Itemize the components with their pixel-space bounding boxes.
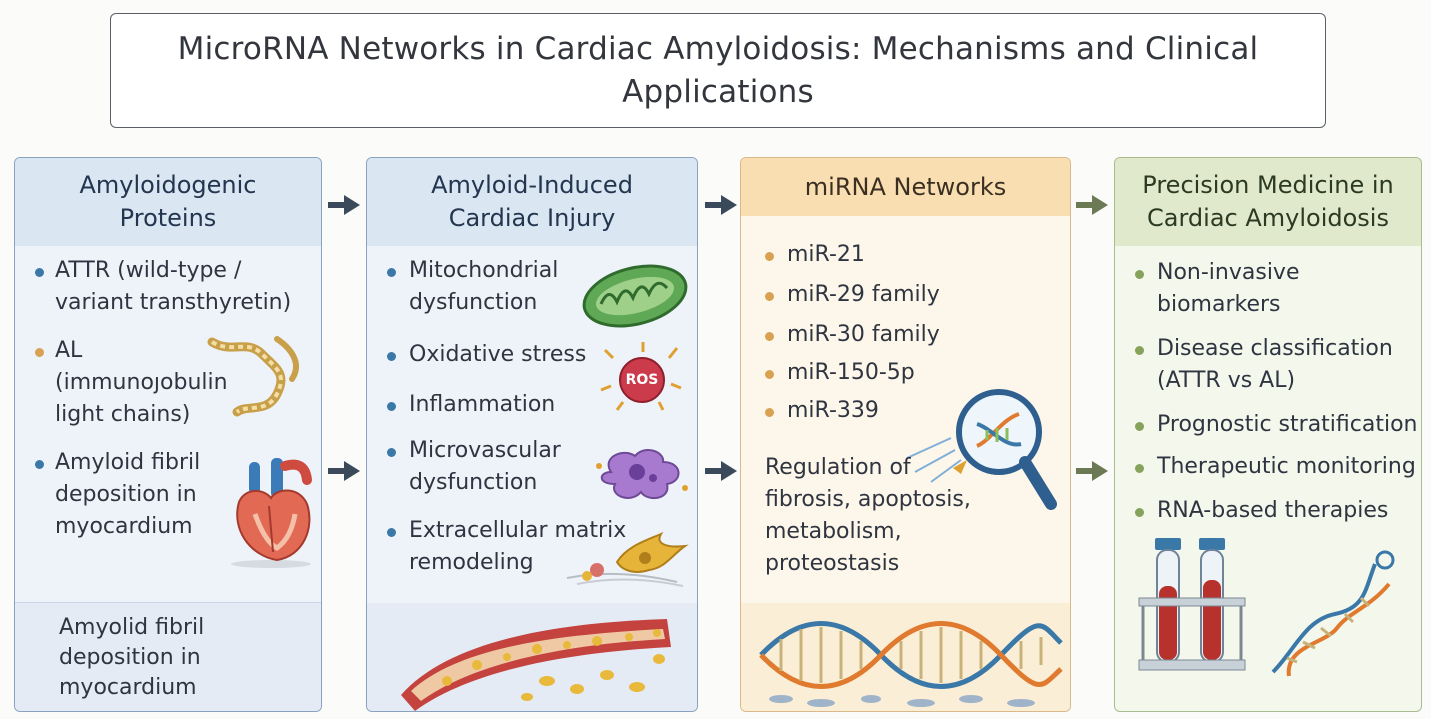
- bullet-dot: [765, 252, 774, 261]
- list-item: Inflammation: [409, 392, 556, 417]
- magnifier-dna-icon: [906, 389, 1057, 510]
- arrow-right-icon: [328, 195, 360, 215]
- list-item: RNA-based therapies: [1157, 498, 1389, 523]
- panel-mirna-networks: miRNA Networks miR-21 miR-29 family miR-…: [740, 157, 1071, 712]
- list-item: Extracellular matrix remodeling: [409, 518, 627, 575]
- panel-heading-text: miRNA Networks: [804, 172, 1007, 201]
- bullet-dot: [1135, 464, 1144, 473]
- list-item: ATTR (wild-type / variant transthyretin): [55, 258, 292, 315]
- bullet-dot: [387, 352, 396, 361]
- bullet-dot: [1135, 346, 1144, 355]
- panel-heading-text: Amyloidogenic Proteins: [79, 171, 257, 232]
- panel-heading: Amyloid-Induced Cardiac Injury: [367, 158, 697, 246]
- panel-footer: Amyolid fibril deposition in myocardium: [15, 602, 321, 711]
- list-item: miR-30 family: [787, 322, 940, 347]
- list-item: AL (immunoȷobulin light chains): [55, 338, 228, 427]
- dna-helix-icon: [759, 621, 1063, 707]
- bullet-dot: [765, 332, 774, 341]
- arrow-right-icon: [1076, 195, 1108, 215]
- list-item: Disease classification (ATTR vs AL): [1157, 336, 1393, 393]
- title-box: MicroRNA Networks in Cardiac Amyloidosis…: [110, 13, 1326, 128]
- fibroblast-icon: [566, 531, 689, 587]
- panel-heading: Precision Medicine in Cardiac Amyloidosi…: [1115, 158, 1421, 246]
- bullet-dot: [1135, 270, 1144, 279]
- panel-heading: Amyloidogenic Proteins: [15, 158, 321, 246]
- list-item: Therapeutic monitoring: [1157, 454, 1416, 479]
- bullet-dot: [765, 408, 774, 417]
- list-item: miR-150-5p: [787, 360, 915, 385]
- blood-vessel-icon: [401, 619, 671, 711]
- bullet-dot: [387, 528, 396, 537]
- test-tubes-icon: [1138, 538, 1246, 671]
- bullet-dot: [1135, 508, 1144, 517]
- bullet-dot: [35, 268, 44, 277]
- bullet-dot: [387, 402, 396, 411]
- arrow-right-icon: [1076, 461, 1108, 481]
- bullet-dot: [35, 348, 44, 357]
- regulation-text: Regulation of fibrosis, apoptosis, metab…: [765, 455, 971, 576]
- bullet-dot: [387, 268, 396, 277]
- list-item: Microvascular dysfunction: [409, 438, 561, 495]
- arrow-right-icon: [328, 461, 360, 481]
- panel-heading: miRNA Networks: [741, 158, 1070, 216]
- bullet-dot: [765, 292, 774, 301]
- bullet-dot: [35, 460, 44, 469]
- inflammatory-cell-icon: [596, 448, 688, 500]
- list-item: Amyloid fibril deposition in myocardium: [55, 450, 201, 539]
- arrow-right-icon: [705, 461, 737, 481]
- panel-amyloidogenic-proteins: Amyloidogenic Proteins ATTR (wild-type /…: [14, 157, 322, 712]
- fibril-icon: [207, 336, 299, 417]
- bullet-dot: [387, 448, 396, 457]
- bullet-dot: [765, 370, 774, 379]
- list-item: Oxidative stress: [409, 342, 587, 367]
- panel-precision-medicine: Precision Medicine in Cardiac Amyloidosi…: [1114, 157, 1422, 712]
- list-item: miR-29 family: [787, 282, 940, 307]
- list-item: Prognostic stratification: [1157, 412, 1418, 437]
- panel-footer: [741, 603, 1070, 711]
- footer-text: Amyolid fibril deposition in myocardium: [59, 615, 205, 700]
- page-title: MicroRNA Networks in Cardiac Amyloidosis…: [177, 30, 1259, 110]
- mitochondria-icon: [582, 264, 688, 328]
- panel-heading-text: Amyloid-Induced Cardiac Injury: [431, 171, 633, 232]
- bullet-dot: [1135, 422, 1144, 431]
- dna-icon: [1271, 550, 1395, 677]
- ros-label: ROS: [625, 372, 659, 388]
- list-item: Non-invasive biomarkers: [1157, 260, 1300, 317]
- panel-footer: [367, 603, 697, 711]
- heart-icon: [231, 458, 312, 568]
- arrow-right-icon: [705, 195, 737, 215]
- panel-heading-text: Precision Medicine in Cardiac Amyloidosi…: [1142, 171, 1394, 232]
- panel-cardiac-injury: Amyloid-Induced Cardiac Injury Mitochond…: [366, 157, 698, 712]
- ros-icon: ROS: [597, 340, 687, 416]
- list-item: miR-339: [787, 398, 879, 423]
- list-item: Mitochondrial dysfunction: [409, 258, 559, 315]
- list-item: miR-21: [787, 242, 865, 267]
